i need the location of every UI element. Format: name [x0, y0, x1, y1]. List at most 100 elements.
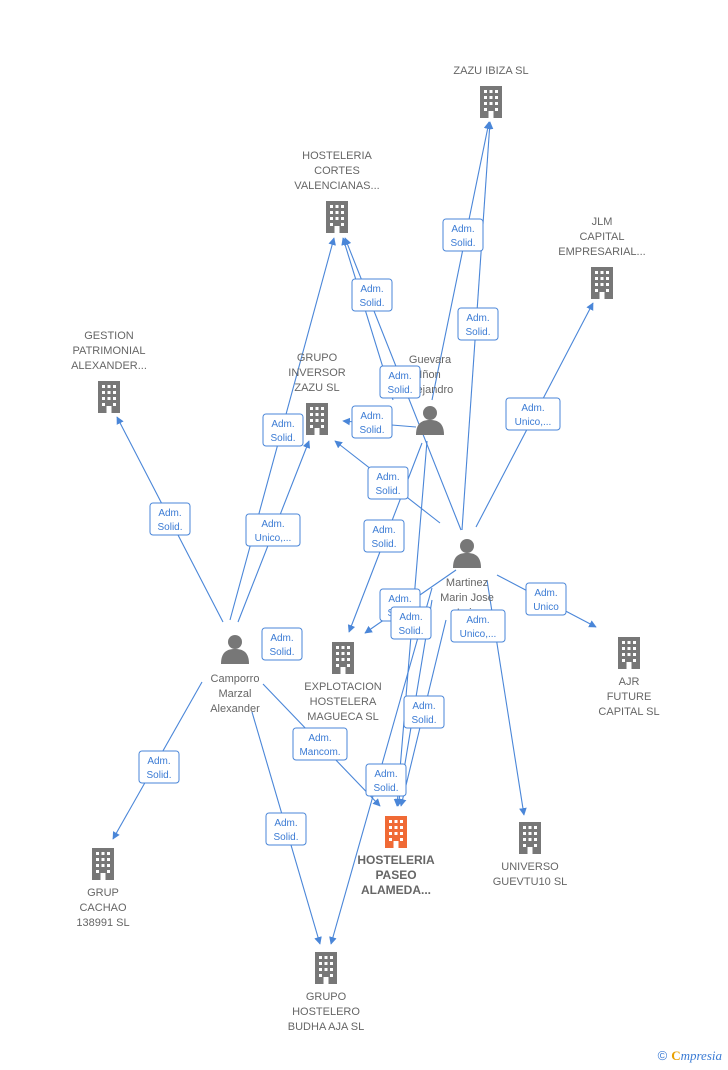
relation-tag-box [292, 727, 348, 761]
building-icon[interactable] [332, 642, 354, 674]
building-icon[interactable] [480, 86, 502, 118]
node-gestion[interactable]: GESTIONPATRIMONIALALEXANDER... [71, 330, 147, 413]
relation-tag-text: Adm. [376, 472, 399, 483]
relation-tag-text: Mancom. [299, 747, 340, 758]
relation-tag-box [363, 519, 405, 553]
node-layer: ZAZU IBIZA SL HOSTELERIACORTESVALENCIANAS… [71, 65, 659, 1033]
person-icon[interactable] [453, 539, 481, 568]
node-label-line: ZAZU SL [294, 382, 339, 394]
relation-tag[interactable]: Adm.Solid. [367, 466, 409, 500]
node-universo[interactable]: UNIVERSO GUEVTU10 SL [493, 822, 568, 888]
relation-tag-text: Adm. [521, 403, 544, 414]
tag-layer: Adm. Solid. Adm. Solid. Adm. Solid. Adm.Unico,… [138, 218, 567, 846]
building-icon[interactable] [98, 381, 120, 413]
node-label-line: Marin Jose [440, 592, 494, 604]
relation-tag-text: Solid. [269, 647, 294, 658]
relation-tag-text: Solid. [411, 715, 436, 726]
relation-tag[interactable]: Adm.Solid. [149, 502, 191, 536]
relation-tag[interactable]: Adm. Solid. [261, 627, 303, 661]
relation-tag[interactable]: Adm.Solid. [457, 307, 499, 341]
node-label-line: ALAMEDA... [361, 883, 431, 897]
relation-tag[interactable]: Adm.Solid. [379, 365, 421, 399]
building-icon[interactable] [519, 822, 541, 854]
relation-tag-box [390, 606, 432, 640]
node-label-line: UNIVERSO [501, 861, 559, 873]
node-label-line: Camporro [211, 673, 260, 685]
relation-tag[interactable]: Adm.Solid. [351, 405, 393, 439]
relation-tag[interactable]: Adm.Solid. [265, 812, 307, 846]
relation-tag[interactable]: Adm. Solid. [403, 695, 445, 729]
relation-tag-text: Solid. [398, 626, 423, 637]
node-label-line: CAPITAL SL [598, 706, 659, 718]
relation-tag-box [149, 502, 191, 536]
node-label-line: Iñon [419, 369, 440, 381]
building-icon[interactable] [618, 637, 640, 669]
relation-tag-box [442, 218, 484, 252]
brand-name: mpresia [680, 1048, 722, 1063]
node-label-line: FUTURE [607, 691, 652, 703]
node-label-line: GUEVTU10 SL [493, 876, 568, 888]
empresia-logo[interactable]: ©Cmpresia [658, 1048, 722, 1064]
node-label-line: VALENCIANAS... [294, 180, 379, 192]
node-label-line: Martinez [446, 577, 488, 589]
relation-tag[interactable]: Adm.Solid. [365, 763, 407, 797]
relation-tag-text: Adm. [534, 588, 557, 599]
relation-tag-box [379, 365, 421, 399]
relation-tag-text: Adm. [270, 633, 293, 644]
relation-tag-text: Unico [533, 602, 559, 613]
relation-tag-box [351, 405, 393, 439]
building-icon[interactable] [315, 952, 337, 984]
relation-tag[interactable]: Adm.Solid. [138, 750, 180, 784]
relation-tag-text: Adm. [360, 411, 383, 422]
node-paseo[interactable]: HOSTELERIAPASEOALAMEDA... [357, 816, 435, 897]
relation-tag-box [138, 750, 180, 784]
node-label-line: Marzal [218, 688, 251, 700]
relation-tag[interactable]: Adm.Mancom. [292, 727, 348, 761]
brand-initial: C [671, 1048, 681, 1063]
relation-tag[interactable]: Adm.Solid. [351, 278, 393, 312]
building-icon[interactable] [92, 848, 114, 880]
relation-tag[interactable]: Adm.Unico,... [505, 397, 561, 431]
relation-tag-text: Adm. [451, 224, 474, 235]
relation-tag-text: Adm. [274, 818, 297, 829]
relation-tag[interactable]: Adm.Unico,... [245, 513, 301, 547]
relation-tag[interactable]: Adm.Solid. [262, 413, 304, 447]
relation-tag[interactable]: Adm.Unico,... [450, 609, 506, 643]
relation-tag[interactable]: Adm. Solid. [442, 218, 484, 252]
node-label-line: GRUPO [306, 991, 347, 1003]
building-icon[interactable] [306, 403, 328, 435]
node-label-line: MAGUECA SL [307, 711, 379, 723]
building-icon[interactable] [326, 201, 348, 233]
relation-tag[interactable]: Adm. Unico [525, 582, 567, 616]
building-icon[interactable] [385, 816, 407, 848]
node-label-line: CAPITAL [579, 231, 624, 243]
relation-tag-box [457, 307, 499, 341]
node-label-line: INVERSOR [288, 367, 346, 379]
relation-tag-text: Solid. [270, 433, 295, 444]
node-zazu[interactable]: ZAZU IBIZA SL [453, 65, 529, 118]
node-cortes[interactable]: HOSTELERIACORTESVALENCIANAS... [294, 150, 380, 233]
relation-tag-text: Solid. [450, 238, 475, 249]
node-label-line: 138991 SL [76, 917, 129, 929]
node-label-line: GESTION [84, 330, 134, 342]
relation-tag[interactable]: Adm.Solid. [363, 519, 405, 553]
copyright-symbol: © [657, 1048, 668, 1063]
node-jlm[interactable]: JLMCAPITALEMPRESARIAL... [558, 216, 646, 299]
person-icon[interactable] [221, 635, 249, 664]
node-label-line: Alexander [210, 703, 260, 715]
relation-tag[interactable]: Adm.Solid. [390, 606, 432, 640]
building-icon[interactable] [591, 267, 613, 299]
relation-tag-box [365, 763, 407, 797]
relation-tag-text: Solid. [359, 298, 384, 309]
person-icon[interactable] [416, 406, 444, 435]
node-label-line: HOSTELERIA [302, 150, 372, 162]
relation-tag-text: Adm. [412, 701, 435, 712]
